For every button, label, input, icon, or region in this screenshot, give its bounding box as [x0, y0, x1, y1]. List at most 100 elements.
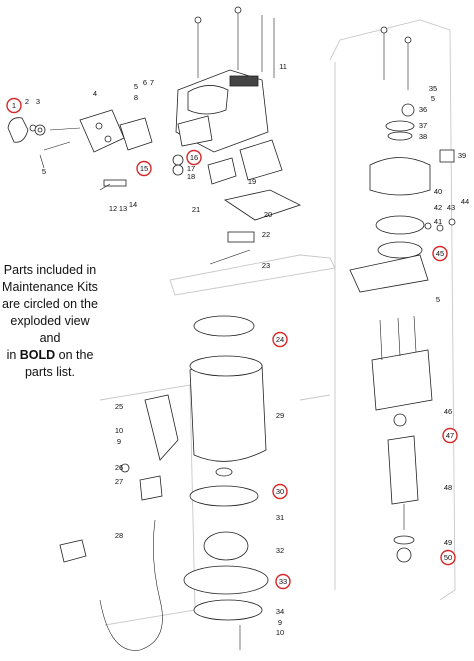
part-label: 34 [276, 607, 284, 616]
part-number: 37 [419, 121, 427, 130]
part-number: 50 [444, 553, 452, 562]
part-number: 22 [262, 230, 270, 239]
kit-highlight-circle [432, 245, 448, 262]
part-label: 26 [115, 463, 123, 472]
part-label: 5 [436, 295, 440, 304]
part-number: 46 [444, 407, 452, 416]
part-number: 20 [264, 210, 272, 219]
part-number: 41 [434, 217, 442, 226]
lower-assembly-parts [59, 315, 269, 651]
part-number: 11 [279, 62, 287, 71]
part-label: 2 [25, 97, 29, 106]
gearbox-parts [349, 26, 456, 293]
note-line-3: are circled on the [2, 297, 98, 311]
part-label: 5 [42, 167, 46, 176]
part-number: 21 [192, 205, 200, 214]
part-label: 23 [262, 261, 270, 270]
part-number: 31 [276, 513, 284, 522]
motor-core-parts [371, 315, 433, 563]
part-label: 49 [444, 538, 452, 547]
part-number: 9 [117, 437, 121, 446]
part-label: 31 [276, 513, 284, 522]
part-label: 43 [447, 203, 455, 212]
part-label: 22 [262, 230, 270, 239]
part-number: 1 [12, 101, 16, 110]
note-line-6: parts list. [24, 365, 75, 379]
part-number: 27 [115, 477, 123, 486]
part-number: 49 [444, 538, 452, 547]
kit-part-label: 15 [136, 160, 152, 177]
part-label: 37 [419, 121, 427, 130]
part-number: 24 [276, 335, 284, 344]
part-label: 14 [129, 200, 137, 209]
kit-highlight-circle [186, 149, 202, 166]
part-label: 17 [187, 164, 195, 173]
part-label: 13 [119, 204, 127, 213]
part-label: 18 [187, 172, 195, 181]
part-label: 25 [115, 402, 123, 411]
note-line-5-prefix: in [6, 348, 20, 362]
part-label: 20 [264, 210, 272, 219]
part-number: 19 [248, 177, 256, 186]
part-number: 5 [134, 82, 138, 91]
note-line-5-suffix: on the [55, 348, 94, 362]
part-number: 34 [276, 607, 284, 616]
kit-part-label: 47 [442, 427, 458, 444]
part-number: 17 [187, 164, 195, 173]
part-number: 12 [109, 204, 117, 213]
part-label: 27 [115, 477, 123, 486]
part-number: 28 [115, 531, 123, 540]
assembly-guides [99, 19, 456, 626]
kit-part-label: 45 [432, 245, 448, 262]
part-label: 9 [278, 618, 282, 627]
part-label: 44 [461, 197, 469, 206]
part-number: 7 [150, 78, 154, 87]
part-number: 23 [262, 261, 270, 270]
part-number: 47 [446, 431, 454, 440]
part-number: 18 [187, 172, 195, 181]
part-label: 46 [444, 407, 452, 416]
part-label: 38 [419, 132, 427, 141]
part-number: 48 [444, 483, 452, 492]
part-number: 8 [134, 93, 138, 102]
part-label: 11 [279, 62, 287, 71]
kit-highlight-circle [442, 427, 458, 444]
part-number: 14 [129, 200, 137, 209]
note-line-1: Parts included in [3, 263, 97, 277]
part-number: 25 [115, 402, 123, 411]
part-number: 29 [276, 411, 284, 420]
part-label: 32 [276, 546, 284, 555]
part-number: 15 [140, 164, 148, 173]
part-number: 26 [115, 463, 123, 472]
part-number: 40 [434, 187, 442, 196]
part-number: 4 [93, 89, 97, 98]
part-label: 28 [115, 531, 123, 540]
part-label: 10 [276, 628, 284, 637]
kit-part-label: 33 [275, 573, 291, 590]
part-number: 3 [36, 97, 40, 106]
part-number: 44 [461, 197, 469, 206]
note-line-2: Maintenance Kits [2, 280, 98, 294]
kit-highlight-circle [272, 331, 288, 348]
cover-knob-parts [7, 109, 153, 191]
part-label: 21 [192, 205, 200, 214]
kit-part-label: 24 [272, 331, 288, 348]
part-number: 10 [276, 628, 284, 637]
part-number: 38 [419, 132, 427, 141]
part-label: 12 [109, 204, 117, 213]
part-number: 16 [190, 153, 198, 162]
part-label: 5 [431, 94, 435, 103]
kit-highlight-circle [275, 573, 291, 590]
part-label: 48 [444, 483, 452, 492]
part-label: 7 [150, 78, 154, 87]
part-label: 40 [434, 187, 442, 196]
part-number: 35 [429, 84, 437, 93]
part-label: 29 [276, 411, 284, 420]
part-number: 6 [143, 78, 147, 87]
part-label: 42 [434, 203, 442, 212]
part-label: 10 [115, 426, 123, 435]
part-number: 5 [436, 295, 440, 304]
